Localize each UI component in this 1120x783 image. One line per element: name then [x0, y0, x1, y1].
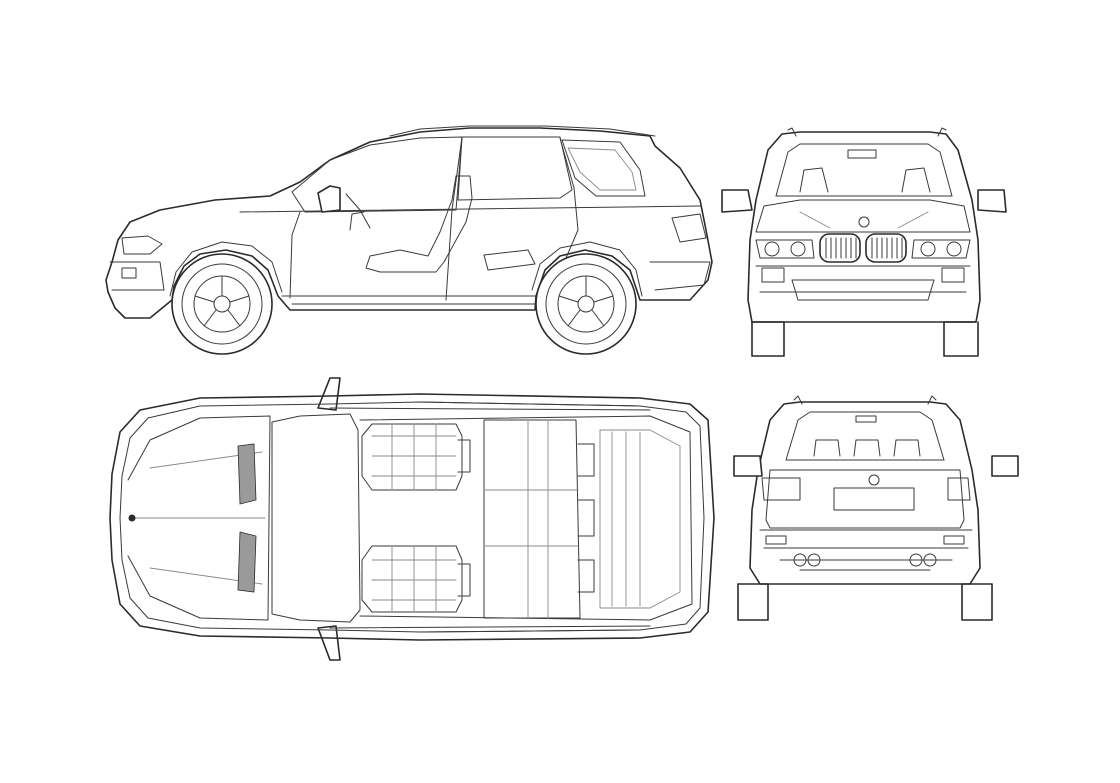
side-quarter-window	[561, 139, 646, 197]
side-belt-line	[239, 205, 701, 213]
top-rear-bench	[483, 419, 595, 619]
front-rear-view-mirror	[847, 149, 877, 159]
front-seat-right	[901, 167, 931, 193]
rear-reflector-right	[943, 535, 965, 545]
side-taillight	[671, 213, 707, 243]
front-mirror-left	[721, 189, 753, 213]
side-door-line-front	[289, 211, 301, 299]
top-roof-rail-upper	[329, 401, 651, 411]
front-headlight-left	[755, 239, 815, 259]
side-rear-bumper	[649, 261, 711, 291]
rear-taillight-left	[761, 477, 801, 501]
rear-mirror-right	[991, 455, 1019, 477]
top-cargo-area	[599, 429, 681, 609]
rear-bumper	[759, 529, 973, 571]
side-steering-wheel	[345, 193, 371, 231]
top-badge	[128, 514, 136, 522]
side-headlight	[121, 235, 163, 255]
front-view	[721, 127, 1007, 357]
front-badge	[858, 216, 870, 228]
rear-tailgate	[765, 469, 965, 529]
top-mirror-lower	[317, 625, 341, 661]
top-mirror-upper	[317, 377, 341, 411]
rear-headrests	[813, 439, 921, 457]
top-windshield	[271, 413, 361, 623]
front-windshield	[775, 143, 953, 197]
rear-badge	[868, 474, 880, 486]
front-roof-rails	[787, 127, 947, 137]
side-sill	[281, 295, 541, 305]
side-fog-light	[121, 267, 137, 279]
rear-window	[785, 411, 945, 461]
front-hood-line	[799, 211, 929, 229]
side-window-front	[291, 136, 463, 213]
top-roof	[359, 415, 693, 621]
top-roof-rail-lower	[329, 625, 651, 633]
rear-mirror-left	[733, 455, 763, 477]
side-mirror	[317, 185, 341, 213]
front-seat-left	[799, 167, 829, 193]
top-hood-vent-lower	[237, 531, 257, 593]
rear-roof-rails	[793, 395, 937, 405]
rear-body-outline	[737, 401, 993, 621]
side-rear-wheel	[535, 253, 637, 355]
side-view	[105, 125, 713, 355]
rear-brake-light	[855, 415, 877, 423]
front-bumper	[755, 265, 971, 301]
side-roof-rack	[389, 125, 656, 137]
top-body-outline	[109, 393, 715, 641]
side-rear-arch	[531, 241, 643, 297]
front-mirror-right	[977, 189, 1007, 213]
side-front-arch	[169, 241, 283, 297]
front-grille	[819, 233, 907, 263]
side-door-line-rear	[559, 137, 579, 259]
rear-exhausts	[793, 553, 937, 567]
top-body-inner	[119, 401, 705, 633]
top-front-seat-lower	[361, 545, 471, 613]
front-headlight-right	[911, 239, 971, 259]
top-hood	[127, 415, 271, 621]
side-rear-seat	[483, 249, 536, 271]
side-door-line-mid	[445, 136, 463, 301]
side-seat	[365, 175, 473, 273]
rear-reflector-left	[765, 535, 787, 545]
side-window-rear	[457, 136, 573, 201]
top-cargo-lines	[611, 431, 641, 607]
side-front-bumper	[109, 261, 165, 291]
top-view	[109, 377, 715, 661]
top-front-seat-upper	[361, 423, 471, 491]
rear-plate	[833, 487, 915, 511]
rear-view	[733, 395, 1019, 621]
side-window-inner	[567, 147, 637, 191]
front-hood	[755, 199, 971, 233]
rear-taillight-right	[947, 477, 971, 501]
front-fog-lights	[761, 267, 965, 283]
side-front-wheel	[171, 253, 273, 355]
top-hood-vent-upper	[237, 443, 257, 505]
